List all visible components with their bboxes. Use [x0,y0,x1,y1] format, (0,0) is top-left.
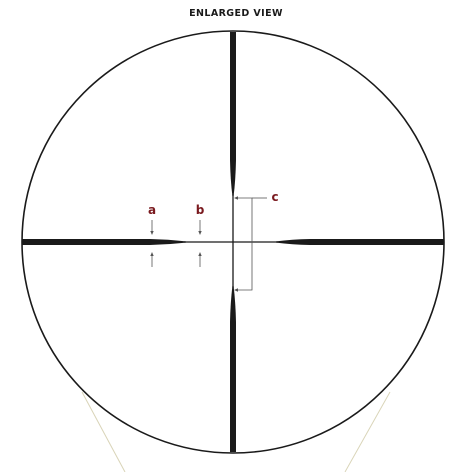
marker-c-label: c [271,190,278,204]
right-post [276,239,444,245]
marker-b-label: b [196,203,205,217]
top-post [230,32,236,196]
marker-a-pointers [150,220,154,267]
bottom-post [230,286,236,452]
left-post [22,239,186,245]
marker-c-bracket [234,196,267,292]
marker-b-pointers [198,220,202,267]
marker-a-label: a [148,203,156,217]
tube-line-left [81,391,126,472]
tube-line-right [344,391,391,472]
page-title: ENLARGED VIEW [189,8,283,19]
